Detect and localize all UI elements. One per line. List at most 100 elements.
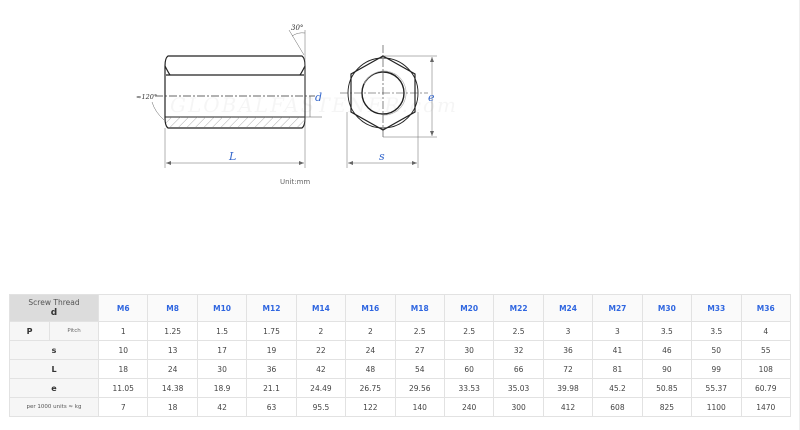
table-cell: 22 [295,340,347,360]
table-cell: 95.5 [295,397,347,417]
watermark: GLOBALFASTENER.com [170,93,458,117]
table-cell: 4 [740,321,791,341]
size-header: M18 [394,294,445,322]
label-30deg: 30° [291,24,303,32]
size-header: M30 [641,294,693,322]
table-cell: 29.56 [394,378,445,398]
table-cell: 54 [394,359,445,379]
row-label: L [8,359,100,379]
table-cell: 2.5 [443,321,495,341]
table-cell: 18.9 [196,378,248,398]
table-cell: 24 [147,359,198,379]
table-cell: 2.5 [394,321,445,341]
table-cell: 240 [443,397,495,417]
table-cell: 14.38 [147,378,198,398]
label-120deg: ≈120° [136,93,157,101]
table-cell: 122 [345,397,396,417]
size-header: M24 [542,294,594,322]
corner-label: Screw Thread [28,298,80,307]
dimension-table: Screw Thread d M6 M8 M10 M12 M14 M16 M18… [8,294,791,417]
table-cell: 825 [641,397,693,417]
row-label: P [9,321,50,341]
size-header: M27 [592,294,643,322]
table-cell: 90 [641,359,693,379]
table-cell: 46 [641,340,693,360]
table-cell: 30 [196,359,248,379]
table-cell: 18 [98,359,149,379]
table-cell: 33.53 [443,378,495,398]
table-cell: 50.85 [641,378,693,398]
table-cell: 140 [394,397,445,417]
table-row-e: e 11.05 14.38 18.9 21.1 24.49 26.75 29.5… [8,378,791,398]
table-cell: 7 [98,397,149,417]
table-cell: 60 [443,359,495,379]
table-row-L: L 18 24 30 36 42 48 54 60 66 72 81 90 99… [8,359,791,379]
table-cell: 60.79 [740,378,791,398]
table-cell: 3 [592,321,643,341]
table-cell: 36 [246,359,297,379]
table-cell: 19 [246,340,297,360]
table-row-pitch: P Pitch 1 1.25 1.5 1.75 2 2 2.5 2.5 2.5 … [9,321,791,341]
table-cell: 1.5 [196,321,248,341]
table-header-row: Screw Thread d M6 M8 M10 M12 M14 M16 M18… [8,294,791,322]
table-cell: 30 [443,340,495,360]
table-cell: 3 [542,321,594,341]
table-row-s: s 10 13 17 19 22 24 27 30 32 36 41 46 50… [8,340,791,360]
table-cell: 27 [394,340,445,360]
table-row-weight: per 1000 units ≈ kg 7 18 42 63 95.5 122 … [8,397,791,417]
table-cell: 2.5 [493,321,544,341]
table-cell: 42 [196,397,248,417]
table-cell: 412 [542,397,594,417]
table-cell: 26.75 [345,378,396,398]
size-header: M16 [345,294,396,322]
table-cell: 50 [691,340,742,360]
row-sublabel: Pitch [48,321,100,341]
coupling-nut-drawing: d L 30° ≈120° e [136,24,458,168]
table-cell: 39.98 [542,378,594,398]
table-cell: 1 [98,321,149,341]
table-cell: 41 [592,340,643,360]
table-cell: 608 [592,397,643,417]
table-cell: 10 [98,340,149,360]
table-cell: 81 [592,359,643,379]
table-cell: 3.5 [691,321,742,341]
table-cell: 21.1 [246,378,297,398]
corner-header: Screw Thread d [8,294,100,322]
label-d: d [315,91,322,104]
table-cell: 48 [345,359,396,379]
label-L: L [228,150,236,163]
row-label: e [8,378,100,398]
table-cell: 1100 [691,397,742,417]
size-header: M12 [246,294,297,322]
technical-drawing: d L 30° ≈120° e [0,0,800,200]
table-cell: 1.25 [147,321,198,341]
row-label: s [8,340,100,360]
size-header: M36 [740,294,791,322]
label-s: s [379,150,385,163]
table-cell: 3.5 [641,321,693,341]
table-cell: 17 [196,340,248,360]
table-cell: 2 [295,321,347,341]
size-header: M33 [691,294,742,322]
table-cell: 24 [345,340,396,360]
table-cell: 72 [542,359,594,379]
label-e: e [428,91,435,104]
size-header: M14 [295,294,347,322]
size-header: M22 [493,294,544,322]
table-cell: 55.37 [691,378,742,398]
table-cell: 32 [493,340,544,360]
table-cell: 45.2 [592,378,643,398]
table-cell: 1470 [740,397,791,417]
table-cell: 18 [147,397,198,417]
table-cell: 13 [147,340,198,360]
size-header: M10 [196,294,248,322]
table-cell: 2 [345,321,396,341]
row-label: per 1000 units ≈ kg [8,397,100,417]
size-header: M8 [147,294,198,322]
table-cell: 99 [691,359,742,379]
table-cell: 55 [740,340,791,360]
size-header: M20 [443,294,495,322]
table-cell: 108 [740,359,791,379]
table-cell: 1.75 [246,321,297,341]
corner-symbol: d [50,308,58,318]
